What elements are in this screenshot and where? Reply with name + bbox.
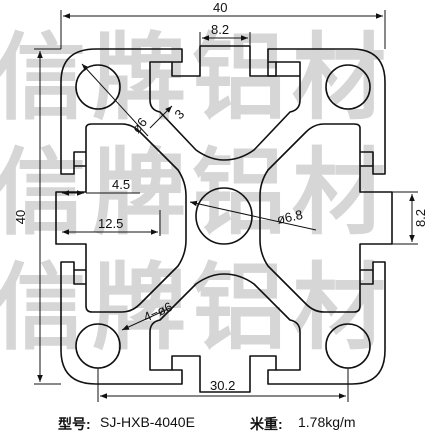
label-center-hole: ø6.8 — [276, 207, 305, 227]
label-overall-width: 40 — [213, 0, 227, 15]
model-label: 型号: — [58, 416, 91, 432]
label-slot-top: 8.2 — [211, 22, 229, 37]
leader-bottom-holes — [121, 307, 171, 331]
watermark: 信 牌 铝 材 信 牌 铝 材 信 牌 铝 材 — [0, 24, 386, 363]
corner-hole — [75, 64, 121, 110]
weight-value: 1.78kg/m — [298, 414, 356, 430]
watermark-char: 铝 — [192, 254, 286, 363]
spec-footer: 型号: SJ-HXB-4040E 米重: 1.78kg/m — [0, 408, 440, 438]
label-corner-hole: ø6 — [129, 115, 150, 136]
watermark-char: 材 — [292, 24, 386, 133]
watermark-char: 牌 — [92, 254, 186, 363]
label-slot-right: 8.2 — [413, 209, 428, 227]
slot-top-channel — [149, 61, 301, 76]
corner-hole — [325, 64, 371, 110]
watermark-char: 材 — [292, 139, 386, 248]
slot-right-channel — [360, 151, 374, 285]
leader-wall — [149, 105, 173, 129]
label-overall-height: 40 — [13, 210, 28, 224]
label-depth: 12.5 — [98, 216, 123, 231]
label-hole-spacing: 30.2 — [210, 378, 235, 393]
cavity-bottom — [149, 273, 301, 356]
watermark-char: 信 — [0, 254, 86, 363]
slot-left-channel — [73, 151, 86, 285]
watermark-char: 牌 — [92, 24, 186, 133]
leader-corner-hole — [81, 63, 149, 137]
cavity-top — [149, 62, 301, 161]
weight-label: 米重: — [250, 416, 283, 432]
cavity-left — [85, 123, 187, 313]
leader-center-hole — [189, 200, 317, 231]
label-lip: 4.5 — [112, 177, 130, 192]
watermark-char: 信 — [0, 24, 86, 133]
model-value: SJ-HXB-4040E — [100, 414, 195, 430]
slot-bottom-channel — [149, 356, 301, 371]
watermark-char: 铝 — [192, 24, 286, 133]
